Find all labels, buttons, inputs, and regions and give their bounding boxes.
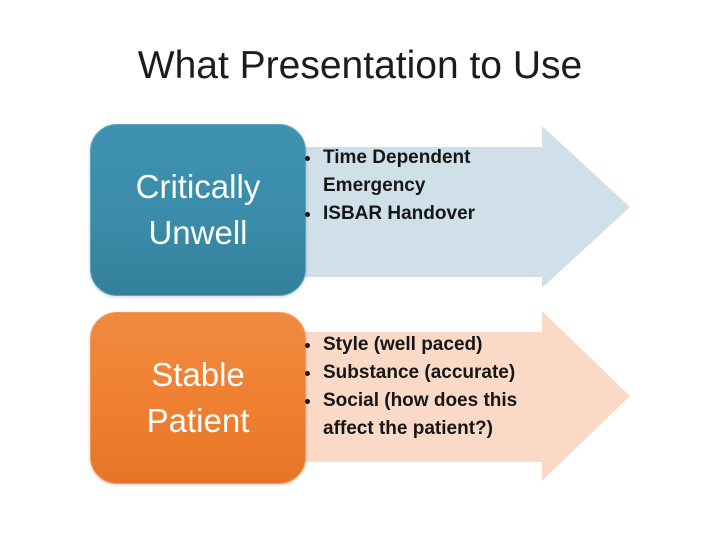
right-arrow-shape-critically-unwell xyxy=(253,126,630,288)
category-box-stable-patient: Stable Patient xyxy=(90,312,306,484)
category-box-label-line: Critically xyxy=(135,168,261,206)
right-arrow-shape-stable-patient xyxy=(253,311,630,481)
category-box-label-line: Stable xyxy=(151,356,245,394)
bullet-list-critically-unwell: Time Dependent Emergency ISBAR Handover xyxy=(300,144,540,228)
bullet-item: Social (how does this affect the patient… xyxy=(322,387,562,443)
bullet-item: ISBAR Handover xyxy=(322,200,540,228)
bullet-list-stable-patient: Style (well paced) Substance (accurate) … xyxy=(300,331,562,443)
right-arrow-polygon xyxy=(253,126,630,288)
bullet-item: Style (well paced) xyxy=(322,331,562,359)
category-box-label-line: Unwell xyxy=(148,214,248,251)
category-box-critically-unwell: Critically Unwell xyxy=(90,124,306,296)
bullet-item: Time Dependent Emergency xyxy=(322,144,540,200)
bullet-item: Substance (accurate) xyxy=(322,359,562,387)
slide-title: What Presentation to Use xyxy=(137,44,583,87)
right-arrow-polygon xyxy=(253,311,630,481)
category-box-label-line: Patient xyxy=(146,402,250,439)
